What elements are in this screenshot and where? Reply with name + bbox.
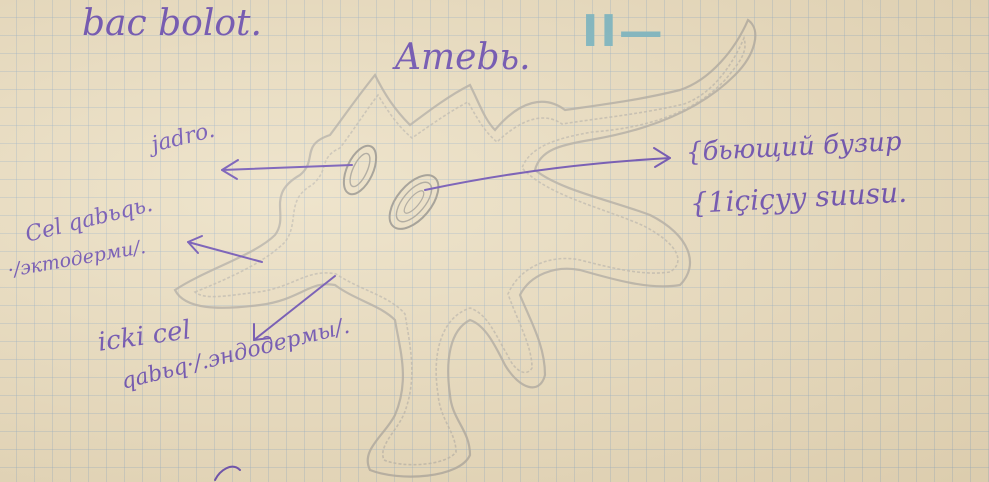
bottom-stroke: [215, 467, 240, 480]
page-mark: II—: [582, 6, 665, 57]
vacuole-outer: [380, 167, 447, 238]
vacuole-inner: [401, 188, 427, 216]
amoeba-outer-outline: [175, 20, 755, 477]
header-note: bac bolot.: [82, 6, 262, 42]
arrow-to-jadro: [222, 165, 352, 170]
nucleus-outer: [337, 141, 383, 199]
amoeba-inner-outline: [195, 38, 745, 465]
arrow-to-vacuole-label: [425, 158, 670, 190]
nucleus-inner: [346, 151, 374, 190]
vacuole-mid: [390, 177, 438, 228]
diagram-title: Amebь.: [395, 40, 531, 76]
